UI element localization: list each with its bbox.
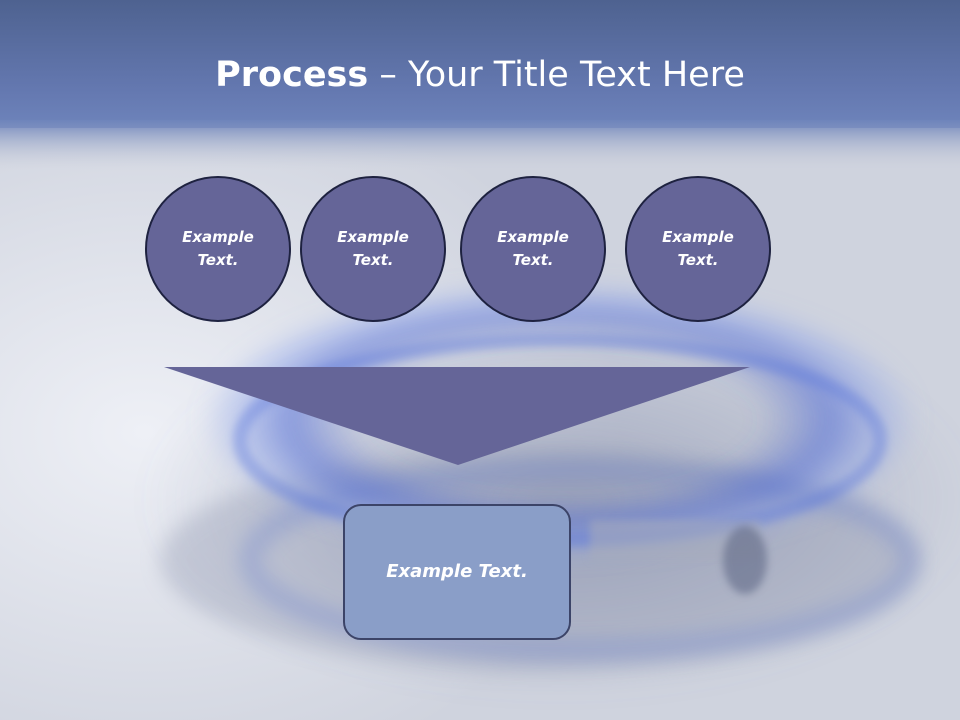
process-step-circle-1[interactable]: Example Text. [145,176,291,322]
slide-title: Process – Your Title Text Here [0,52,960,98]
process-step-label: Example Text. [182,228,254,269]
process-step-label: Example Text. [497,228,569,269]
result-label: Example Text. [386,561,528,582]
process-step-label: Example Text. [662,228,734,269]
title-rest-text: – Your Title Text Here [368,55,745,95]
title-bold-text: Process [215,55,369,95]
process-step-label: Example Text. [337,228,409,269]
process-step-circle-3[interactable]: Example Text. [460,176,606,322]
result-box[interactable]: Example Text. [343,504,571,640]
process-step-circle-2[interactable]: Example Text. [300,176,446,322]
funnel-arrow-shape [164,367,750,465]
process-step-circle-4[interactable]: Example Text. [625,176,771,322]
